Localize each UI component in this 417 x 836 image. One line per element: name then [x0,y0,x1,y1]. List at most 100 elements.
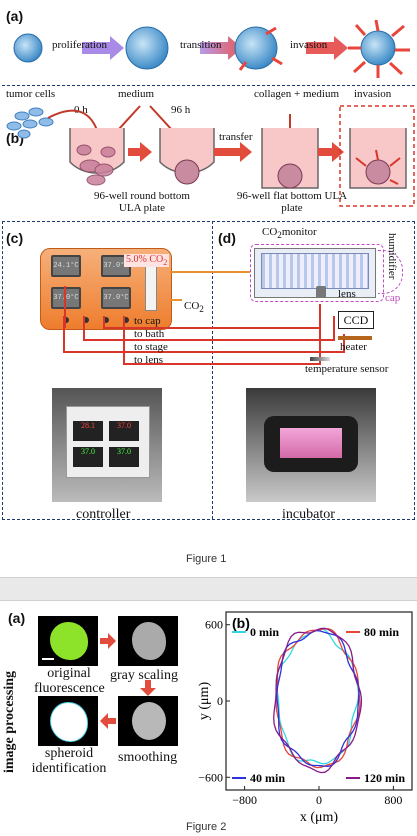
display: 37.0°C [101,287,131,309]
co2-label: CO2 [184,300,204,315]
lens-label: lens [338,288,356,300]
spheroid-small-icon [13,33,43,63]
arrow-icon [214,142,252,162]
divider [212,221,213,519]
x-tick-label: 0 [316,793,322,807]
line-to-lens: to lens [134,354,164,366]
cap-label: cap [385,292,401,304]
spheroid-medium-icon [125,26,169,70]
transfer-label: transfer [219,131,253,143]
ccd-box: CCD [338,311,374,329]
well-plate [280,428,342,458]
original-fluorescence-image [38,616,98,666]
arrow-icon [140,680,156,696]
legend-label: 0 min [250,625,279,639]
x-tick-label: 800 [384,793,402,807]
plate-round-label: 96-well round bottom ULA plate [94,190,190,214]
spheroid-progression-diagram [13,20,410,78]
gray-scaling-label: gray scaling [110,668,179,683]
figure-1: (a) proliferation transition invasio [2,8,415,522]
tumor-cells-label: tumor cells [6,88,56,100]
heater-label: heater [340,341,367,353]
arrow-icon [200,36,242,60]
controller-caption: controller [76,507,131,522]
y-tick-label: 0 [217,694,223,708]
y-tick-label: 600 [205,618,223,632]
well-workflow-diagram [6,105,415,207]
cap-outline [250,244,384,302]
co2-monitor-label: CO2monitor [262,226,317,241]
connector-icon [103,317,109,323]
y-tick-label: −600 [198,770,223,784]
incubator-caption: incubator [282,507,335,522]
x-tick-label: −800 [232,793,257,807]
y-axis-label: y (μm) [197,682,212,721]
step-transition: transition [180,39,222,51]
smoothing-image [118,696,178,746]
spheroid-transition-icon [234,26,278,70]
tumor-cells-icon [6,107,54,139]
scale-bar [42,658,54,660]
legend-label: 120 min [364,771,405,785]
spheroid-identification-image [38,696,98,746]
display: 37.0 [109,447,139,467]
temperature-sensor-icon [310,357,330,361]
divider [2,85,415,86]
divider [2,221,415,222]
spheroid-identified [50,702,88,742]
spheroid-icon [277,163,303,189]
connection-lines [63,271,345,365]
arrow-icon [149,105,173,131]
incubator-diagram [254,248,376,298]
panel-a-label: (a) [8,610,26,626]
step-proliferation: proliferation [52,39,107,51]
arrow-icon [100,713,116,729]
invasion-strands-icon [355,149,401,185]
arrow-icon [100,633,116,649]
display: 37.0 [73,447,103,467]
page-separator [0,577,417,601]
figure-2-caption: Figure 2 [186,821,227,833]
panel-c-label: (c) [6,230,24,246]
processing-arrows [100,633,156,729]
display: 37.0 [109,421,139,441]
spheroid-gray [132,622,166,660]
spheroid-smooth [132,702,166,740]
incubator-device [264,416,358,472]
smoothing-label: smoothing [118,750,178,765]
controller-device: 28.1 37.0 37.0 37.0 [66,406,150,478]
contour-series [273,627,363,774]
time-96h: 96 h [171,104,191,116]
arrow-icon [306,36,348,60]
plate-flat-label: 96-well flat bottom ULA plate [236,190,348,214]
collagen-medium-label: collagen + medium [254,88,340,100]
humidifier-label: humidifier [386,233,398,280]
invasion-strands-icon [348,20,410,78]
step-invasion: invasion [290,39,328,51]
ticks-layer: −800 0 800 600 0 −600 [198,618,402,807]
medium-label: medium [118,88,155,100]
spheroid-fluorescence [50,622,88,660]
chart-layer [273,627,363,774]
line-to-stage: to stage [134,341,168,353]
gray-scaling-image [118,616,178,666]
display: 24.1°C [51,255,81,277]
heater-icon [338,336,372,340]
co2-display: 5.0% CO2 [124,254,170,267]
plot-frame [225,611,413,791]
legend-label: 40 min [250,771,285,785]
well-plate [261,253,369,289]
spheroid-invasive-icon [360,30,396,66]
connector-icon [83,317,89,323]
arrow-icon [82,36,124,60]
line-to-bath: to bath [134,328,165,340]
arrow-icon [318,142,344,162]
panel-b-label: (b) [232,615,250,631]
invasion-label: invasion [354,88,392,100]
controller-photo: 28.1 37.0 37.0 37.0 [52,388,162,502]
spheroid-icon [174,159,200,185]
